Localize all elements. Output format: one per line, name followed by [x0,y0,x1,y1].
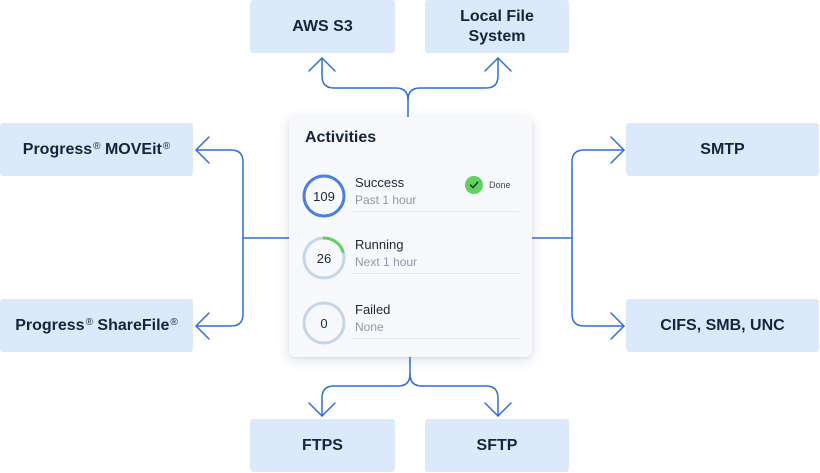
node-sharefile-product: ShareFile [97,316,170,334]
connector-top-local [407,57,499,101]
arrow-smtp [610,136,625,164]
check-circle-icon [465,176,483,194]
failed-count: 0 [320,315,328,331]
connector-top-aws [321,57,409,118]
done-badge: Done [465,176,511,194]
ring-success-arc [302,174,346,218]
success-label: Success [355,175,405,190]
activity-row-success: 109 Success Past 1 hour Done [289,173,532,233]
node-sftp: SFTP [425,419,569,472]
ring-running [302,236,346,280]
node-progress-moveit: Progress® MOVEit® [0,123,193,176]
node-smtp-label: SMTP [700,140,745,158]
node-aws-s3-label: AWS S3 [292,17,353,35]
connector-right-cifs [571,237,625,327]
arrow-sharefile [195,312,210,340]
node-sharefile-brand: Progress [15,316,85,334]
ring-success [302,174,346,218]
row-divider [353,338,519,339]
node-cifs-label: CIFS, SMB, UNC [660,316,785,334]
activity-row-failed: 0 Failed None [289,300,532,360]
arrow-cifs [610,312,625,340]
node-local-file-system: Local File System [425,0,569,53]
activities-card: Activities 109 Success Past 1 hour Done … [289,117,532,357]
arrow-moveit [195,136,210,164]
arrow-local [484,57,512,72]
node-moveit-brand-mark: ® [93,140,101,152]
row-divider [353,273,519,274]
row-divider [353,211,519,212]
activity-row-running: 26 Running Next 1 hour [289,235,532,295]
node-sharefile-brand-mark: ® [85,316,93,328]
node-cifs-smb-unc: CIFS, SMB, UNC [626,299,819,352]
connector-bottom-ftps [321,356,411,417]
connector-left-sharefile [195,237,244,327]
connector-left-moveit [195,149,244,239]
node-moveit-product: MOVEit [104,140,162,158]
success-subtext: Past 1 hour [355,193,417,207]
node-aws-s3: AWS S3 [250,0,395,53]
running-subtext: Next 1 hour [355,255,418,269]
node-sftp-label: SFTP [476,436,518,454]
failed-subtext: None [355,320,384,334]
node-smtp: SMTP [626,123,819,176]
node-moveit-brand: Progress [22,140,93,158]
node-sharefile-product-mark: ® [170,316,178,328]
node-ftps: FTPS [250,419,395,472]
arrow-aws [308,57,336,72]
arrow-ftps [308,402,336,417]
running-label: Running [355,237,404,252]
ring-failed [302,301,346,345]
node-local-file-system-line1: Local File [460,7,534,25]
activities-title: Activities [305,129,377,146]
node-ftps-label: FTPS [302,436,343,454]
node-progress-sharefile: Progress® ShareFile® [0,299,193,352]
connector-right-smtp [571,149,625,239]
arrow-sftp [484,402,512,417]
failed-label: Failed [355,302,391,317]
node-local-file-system-line2: System [468,27,526,45]
ring-failed-track [302,301,346,345]
success-count: 109 [313,188,335,204]
running-count: 26 [316,250,332,266]
done-label: Done [489,180,511,190]
connector-bottom-sftp [409,373,499,417]
ring-running-arc [302,236,346,280]
node-moveit-product-mark: ® [162,140,171,152]
